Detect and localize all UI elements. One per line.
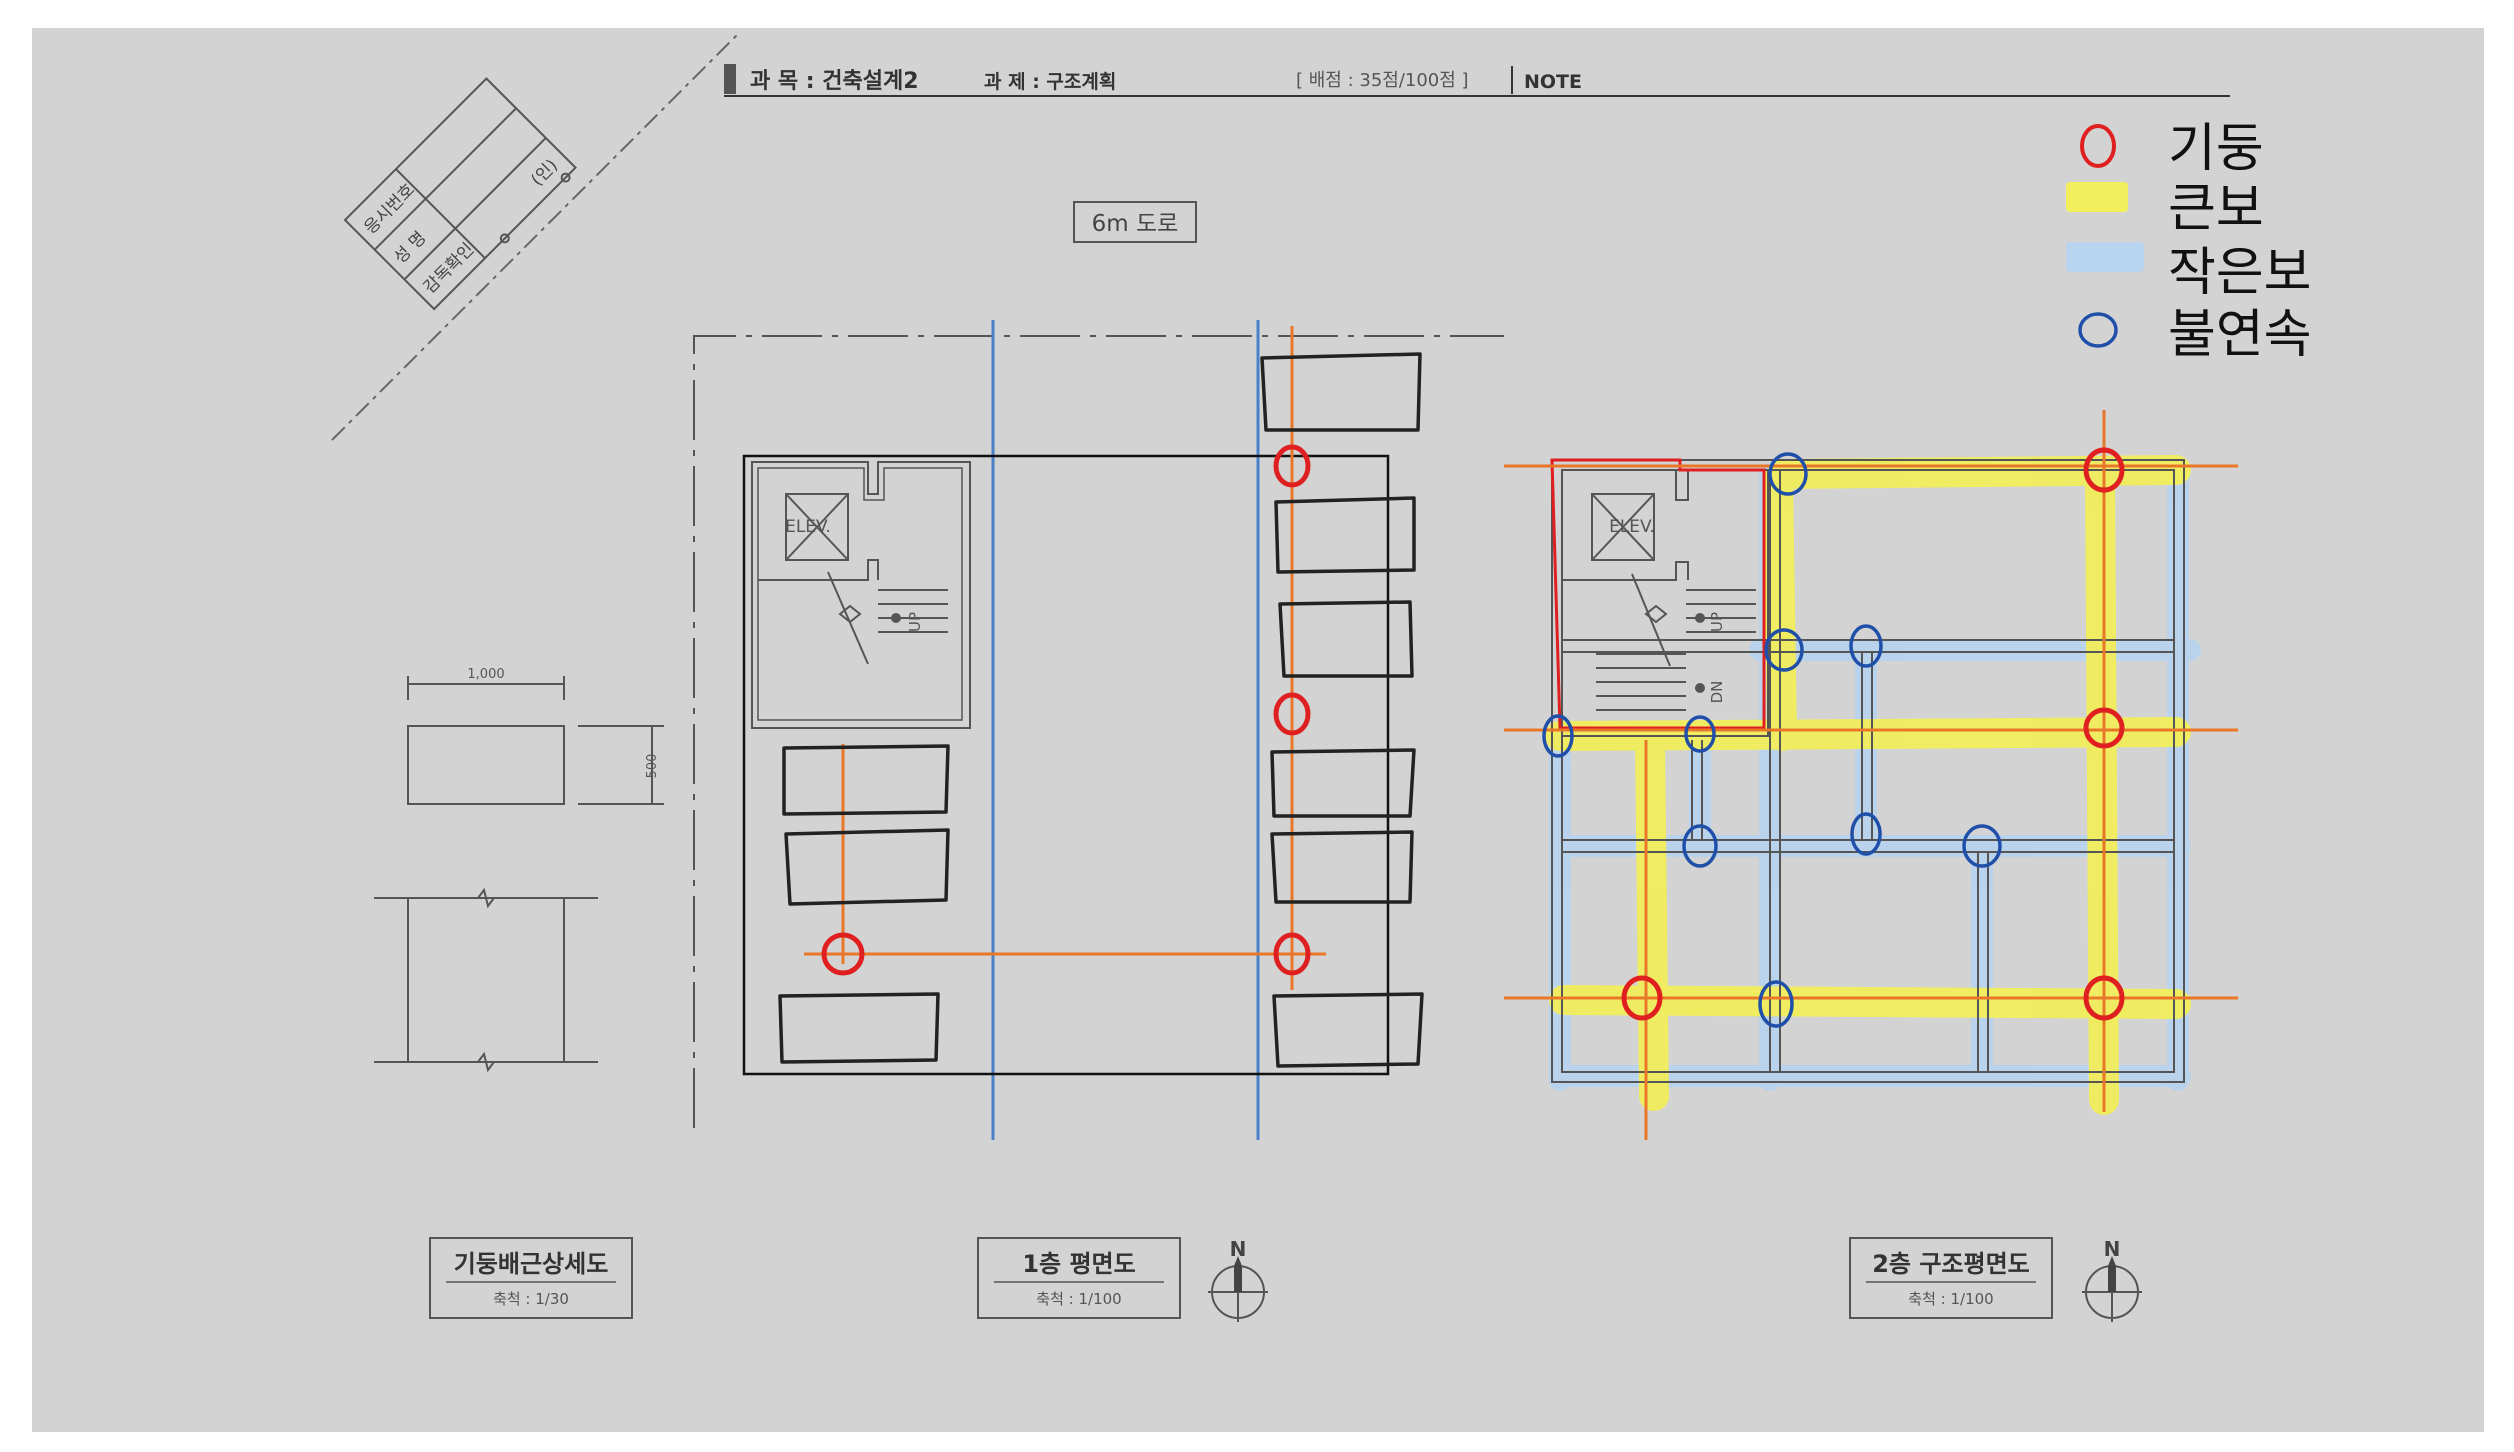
parking-stalls <box>778 352 1424 1068</box>
legend-beam-swatch <box>2066 242 2144 272</box>
title-second-floor-scale: 축척 : 1/100 <box>1908 1290 1993 1308</box>
discontinuity-mark <box>1682 824 1718 868</box>
road-label: 6m 도로 <box>1073 201 1197 243</box>
detail-width-dimension: 1,000 <box>467 667 504 682</box>
legend-column-mark-icon <box>2080 124 2116 168</box>
svg-text:6m 도로: 6m 도로 <box>1092 211 1179 237</box>
stair-up-label: UP <box>1708 612 1726 632</box>
detail-height-dimension: 500 <box>645 754 660 779</box>
title-second-floor: 2층 구조평면도 축척 : 1/100 <box>1849 1237 2053 1319</box>
title-block-header: 과 목 : 건축설계2 과 제 : 구조계획 [ 배점 : 35점/100점 ]… <box>724 64 2230 97</box>
legend-discontinuity-mark-icon <box>2078 312 2118 348</box>
column-mark <box>821 932 865 976</box>
column-mark <box>2083 707 2125 749</box>
stair-up-label: UP <box>906 612 924 632</box>
discontinuity-marks <box>1542 452 2002 1028</box>
elevator-label: ELEV. <box>1609 517 1655 537</box>
task-text: 과 제 : 구조계획 <box>984 71 1116 93</box>
note-text: NOTE <box>1524 71 1582 93</box>
legend-girder-swatch <box>2066 182 2128 212</box>
column-mark <box>2083 447 2125 493</box>
discontinuity-mark <box>1758 980 1794 1028</box>
discontinuity-mark <box>1684 715 1716 753</box>
discontinuity-mark <box>1850 812 1882 856</box>
discontinuity-mark <box>1768 452 1808 496</box>
north-label: N <box>1230 1237 1247 1261</box>
north-arrow-icon: N <box>1208 1237 1268 1322</box>
north-label: N <box>2104 1237 2121 1261</box>
first-floor-plan: ELEV. UP <box>693 320 1504 1140</box>
second-floor-structural-plan: ELEV. UP DN <box>1504 410 2238 1140</box>
title-first-floor-scale: 축척 : 1/100 <box>1036 1290 1121 1308</box>
discontinuity-mark <box>1542 714 1574 758</box>
elevator-label: ELEV. <box>785 517 831 537</box>
column-marks <box>1621 447 2125 1021</box>
column-marks <box>821 444 1311 976</box>
title-column-detail: 기둥배근상세도 축척 : 1/30 <box>429 1237 633 1319</box>
title-column-detail-scale: 축척 : 1/30 <box>493 1290 569 1308</box>
subject-text: 과 목 : 건축설계2 <box>750 69 919 94</box>
stair-down-label: DN <box>1708 681 1726 704</box>
title-first-floor-text: 1층 평면도 <box>1022 1250 1135 1278</box>
legend-beam-label: 작은보 <box>2168 243 2312 303</box>
title-first-floor: 1층 평면도 축척 : 1/100 <box>977 1237 1181 1319</box>
column-mark <box>1273 692 1311 736</box>
column-mark <box>1621 975 1663 1021</box>
discontinuity-mark <box>1962 824 2002 868</box>
legend-column-label: 기둥 <box>2168 119 2264 179</box>
column-detail-drawing <box>374 676 664 1073</box>
discontinuity-mark <box>1849 624 1883 668</box>
column-mark <box>1273 444 1311 488</box>
north-arrow-icon: N <box>2082 1237 2142 1322</box>
title-second-floor-text: 2층 구조평면도 <box>1872 1250 2030 1278</box>
title-column-detail-text: 기둥배근상세도 <box>454 1250 609 1278</box>
discontinuity-mark <box>1764 628 1804 672</box>
stamp-diagonal-line <box>331 31 741 441</box>
legend: 기둥 큰보 작은보 불연속 <box>2066 119 2312 365</box>
legend-girder-label: 큰보 <box>2168 179 2264 239</box>
column-mark <box>1273 932 1311 976</box>
column-mark <box>2083 975 2125 1021</box>
legend-discontinuity-label: 불연속 <box>2168 305 2312 365</box>
score-text: [ 배점 : 35점/100점 ] <box>1296 70 1469 91</box>
core-outline-marker <box>1550 458 1766 730</box>
